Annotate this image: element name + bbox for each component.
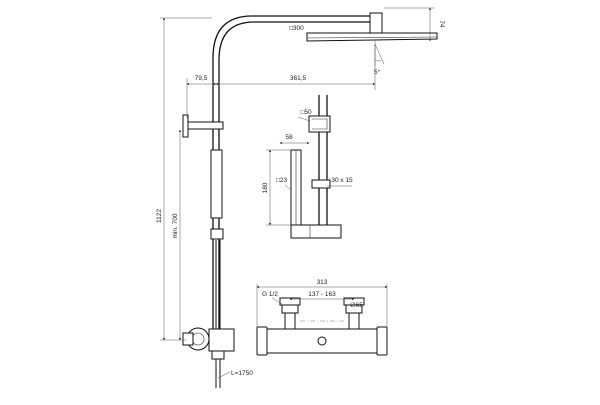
valve-dimensions: 313 137 - 163 G 1/2 ∅65 [256, 279, 388, 327]
valve-outlet-front [317, 336, 327, 346]
shower-column [182, 12, 438, 388]
overhead-shower-head [306, 32, 438, 42]
wall-bracket [184, 121, 224, 130]
dim-arm-offset: 79,5 [195, 75, 208, 82]
slide-bar-detail [290, 95, 342, 239]
dim-head-size: □300 [289, 25, 304, 32]
dim-handshower-head: □23 [276, 177, 288, 184]
valve-outlet [211, 350, 225, 360]
dim-inlet-centres: 137 - 163 [308, 291, 336, 298]
shower-hose [215, 240, 221, 388]
column-dimensions: 1122 min. 700 79,5 361,5 74 □300 5° L=17… [156, 7, 445, 379]
valve-front-view [256, 297, 388, 356]
dim-handshower-length: 180 [262, 182, 269, 193]
dim-valve-width: 313 [317, 279, 328, 286]
bar-slider [311, 179, 331, 189]
dim-hose-length: L=1750 [231, 370, 253, 377]
dim-bracket-size: □50 [300, 109, 312, 116]
dim-head-height: 74 [438, 20, 445, 28]
dim-bar-section: 30 x 15 [331, 177, 353, 184]
dim-total-height: 1122 [156, 209, 163, 223]
head-connector [369, 12, 383, 34]
dim-arm-reach: 361,5 [290, 75, 307, 82]
dim-handshower-width: 58 [285, 134, 293, 141]
dim-inlet-thread: G 1/2 [262, 291, 278, 298]
slide-holder [210, 149, 223, 219]
dim-valve-diameter: ∅65 [350, 302, 363, 309]
slide-bar-dimensions: □50 58 180 □23 30 x 15 [262, 109, 353, 226]
bar-bracket [308, 115, 331, 133]
bar-bottom-holder [290, 224, 342, 239]
hose-connector [210, 228, 224, 240]
riser-pipe-inner [218, 21, 380, 330]
dim-tilt-angle: 5° [374, 68, 381, 76]
valve-side-body [208, 328, 235, 352]
dim-min-height: min. 700 [172, 213, 179, 238]
left-eccentric [281, 304, 299, 314]
riser-pipe-outer [212, 15, 380, 330]
